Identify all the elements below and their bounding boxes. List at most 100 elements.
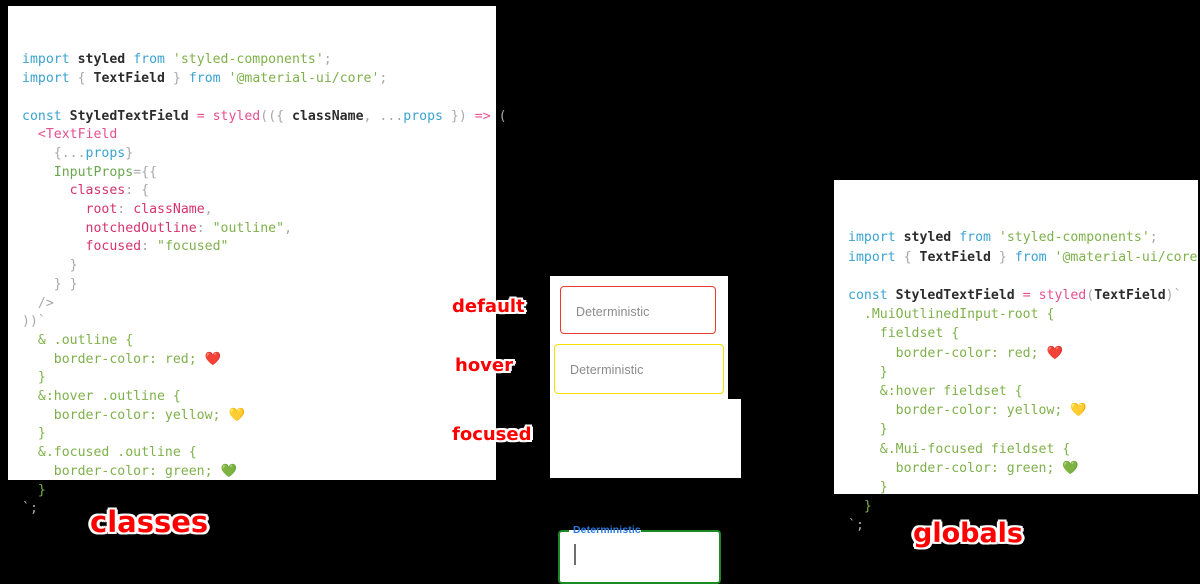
code-token: styled [77, 52, 126, 68]
code-token: 💚 [220, 463, 237, 479]
demo-card-focused: Deterministic [550, 399, 741, 584]
code-line: border-color: yellow; 💛 [22, 407, 486, 426]
code-token [22, 239, 86, 254]
code-token: styled [212, 108, 261, 124]
code-line: import { TextField } from '@material-ui/… [848, 248, 1200, 267]
code-token: border-color: red; [848, 345, 1047, 361]
code-token [22, 183, 70, 198]
textfield-hover[interactable]: Deterministic [554, 344, 724, 394]
code-line: &.Mui-focused fieldset { [848, 440, 1190, 459]
code-token: { [141, 183, 150, 199]
code-token: styled [1038, 288, 1087, 304]
code-line: } [848, 478, 1190, 497]
textfield-demo-panel: Deterministic Deterministic Deterministi… [550, 276, 741, 584]
code-token [149, 239, 157, 254]
code-token: /> [37, 295, 54, 311]
code-token: { [903, 249, 912, 265]
code-token: ))` [22, 314, 46, 330]
code-token: const [848, 288, 888, 304]
code-line: /> [22, 295, 486, 314]
code-line: `; [22, 500, 486, 519]
code-line: border-color: yellow; 💛 [848, 401, 1190, 420]
code-token: import [848, 249, 896, 265]
code-token: ; [1149, 230, 1158, 246]
code-token: ) [458, 108, 467, 124]
code-line: &:hover .outline { [22, 388, 486, 407]
code-token: '@material-ui/core' [228, 71, 380, 87]
code-token: = [196, 108, 205, 124]
code-token [491, 109, 499, 124]
code-line: {...props} [22, 145, 486, 164]
code-line: } } [22, 276, 486, 295]
code-token [205, 221, 213, 236]
code-token: } [848, 364, 888, 380]
code-token: &.focused .outline { [22, 445, 197, 461]
code-token: "focused" [157, 239, 229, 255]
code-token [443, 109, 451, 124]
code-token [22, 146, 54, 161]
code-line: <TextField [22, 126, 486, 145]
code-token [189, 109, 197, 124]
code-token: classes [69, 183, 126, 199]
code-token: 💛 [1070, 403, 1087, 419]
code-token: '@material-ui/core' [1054, 249, 1200, 265]
code-token: , [363, 108, 372, 124]
code-line: focused: "focused" [22, 238, 486, 257]
code-token [70, 71, 78, 86]
textfield-default[interactable]: Deterministic [560, 286, 716, 334]
code-token: const [22, 108, 62, 124]
code-token [1007, 250, 1015, 265]
code-block-globals: import styled from 'styled-components';i… [848, 228, 1200, 535]
code-token: = [1022, 288, 1031, 304]
code-token [912, 250, 920, 265]
code-token: {{ [141, 164, 158, 180]
code-token [896, 250, 904, 265]
textfield-focused[interactable]: Deterministic [558, 524, 721, 584]
code-token: } [450, 108, 459, 124]
code-token: { [276, 108, 285, 124]
code-line: `; [848, 516, 1190, 535]
code-token: ( [498, 108, 507, 124]
code-token [22, 296, 38, 311]
code-line: import styled from 'styled-components'; [22, 51, 486, 70]
code-token [1047, 250, 1055, 265]
code-token: border-color: yellow; [848, 403, 1071, 419]
code-token: import [848, 230, 896, 246]
text-caret [574, 544, 576, 565]
code-line: } [848, 363, 1190, 382]
code-token: StyledTextField [69, 108, 189, 124]
code-token: props [85, 145, 126, 161]
code-token: from [959, 230, 991, 246]
code-line: ))` [22, 313, 486, 332]
code-token [22, 277, 54, 292]
textfield-default-label: Deterministic [576, 305, 650, 319]
code-token [221, 71, 229, 86]
code-token: border-color: yellow; [22, 407, 229, 423]
annotation-hover: hover [455, 355, 513, 376]
code-token: from [133, 52, 165, 68]
code-line: } [22, 425, 486, 444]
code-line: } [848, 497, 1190, 516]
code-token: &.Mui-focused fieldset { [848, 441, 1071, 457]
code-token [951, 230, 959, 245]
code-token: , [284, 220, 293, 236]
code-token [86, 71, 94, 86]
annotation-focused: focused [452, 424, 532, 445]
code-line: root: className, [22, 201, 486, 220]
code-token: } [172, 71, 181, 87]
code-token [888, 288, 896, 303]
code-line: const StyledTextField = styled(({ classN… [22, 108, 507, 127]
code-block-classes: import styled from 'styled-components';i… [22, 51, 507, 519]
code-token: ; [323, 52, 332, 68]
code-token [22, 165, 54, 180]
code-line [22, 89, 486, 108]
code-token: { [53, 145, 62, 161]
code-panel-classes: import styled from 'styled-components';i… [8, 6, 507, 516]
code-line: border-color: red; ❤️ [848, 344, 1190, 363]
code-token: fieldset { [848, 326, 960, 342]
code-line: } [22, 482, 486, 501]
code-token: : [117, 202, 126, 218]
code-token: ❤️ [1046, 345, 1063, 361]
code-token: border-color: red; [22, 351, 205, 367]
code-token: InputProps [53, 164, 134, 180]
